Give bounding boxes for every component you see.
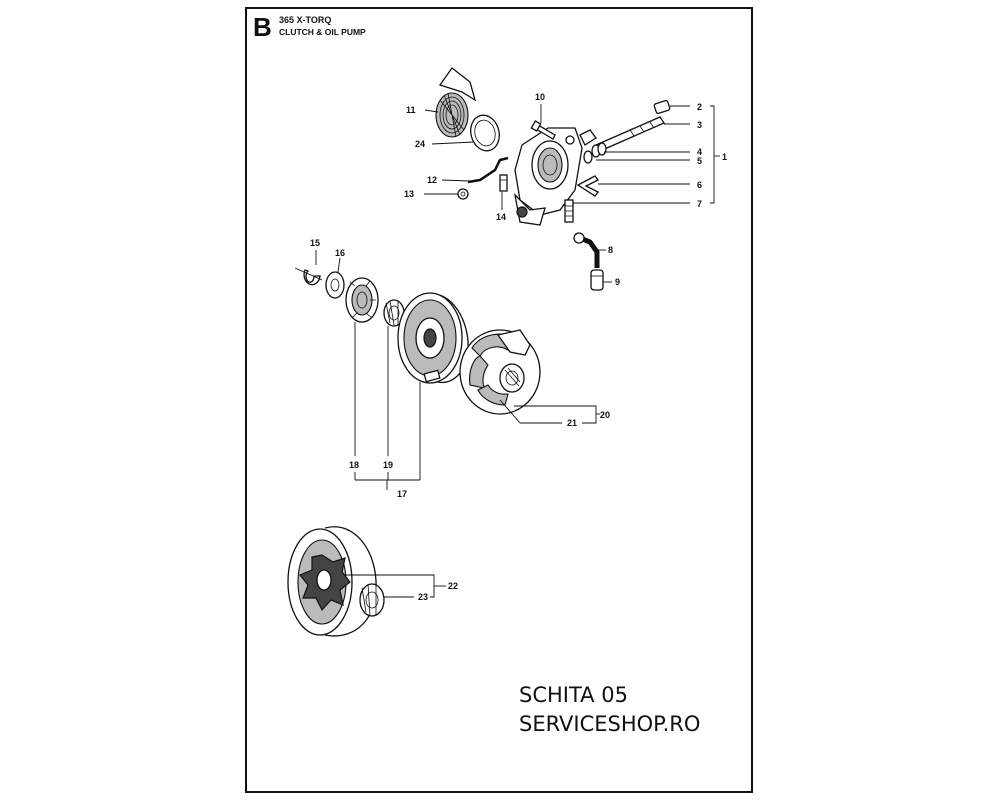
part-20-clutch-assembly — [459, 329, 541, 415]
leader-lines-clutch — [315, 250, 600, 490]
part-3-plunger — [595, 116, 665, 152]
group-bracket-1 — [573, 105, 720, 204]
part-23-needle-bearing — [359, 583, 385, 617]
callout-12: 12 — [427, 175, 437, 185]
part-4-spring — [591, 142, 607, 158]
callout-19: 19 — [383, 460, 393, 470]
part-5-washer — [583, 150, 593, 164]
callout-1: 1 — [722, 152, 727, 162]
part-17-clutch-drum — [397, 292, 469, 384]
callout-15: 15 — [310, 238, 320, 248]
diagram-frame — [245, 7, 753, 793]
callout-23: 23 — [418, 592, 428, 602]
callout-18: 18 — [349, 460, 359, 470]
callout-13: 13 — [404, 189, 414, 199]
part-15-e-clip — [294, 267, 323, 286]
model-title: 365 X-TORQ — [279, 15, 332, 25]
part-14-pin — [499, 174, 508, 192]
callout-17: 17 — [397, 489, 407, 499]
part-24-seal-ring — [470, 114, 500, 152]
callout-24: 24 — [415, 139, 425, 149]
part-12-oil-pipe — [467, 156, 509, 184]
part-7-adjust-screw — [564, 199, 574, 223]
part-11-worm-drive — [435, 67, 477, 138]
callout-21: 21 — [567, 418, 577, 428]
part-8-suction-hose — [573, 232, 600, 268]
callout-8: 8 — [608, 245, 613, 255]
section-letter: B — [253, 12, 272, 42]
part-22-spur-sprocket-drum — [287, 526, 377, 637]
footer-schematic-label: SCHITA 05 — [519, 683, 628, 707]
callout-14: 14 — [496, 212, 506, 222]
callout-22: 22 — [448, 581, 458, 591]
part-18-rim-sprocket — [345, 277, 379, 323]
part-6-bracket — [576, 175, 599, 197]
diagram-subtitle: CLUTCH & OIL PUMP — [279, 27, 366, 37]
part-2-cap — [653, 99, 671, 115]
part-10-screw — [530, 120, 556, 140]
callout-10: 10 — [535, 92, 545, 102]
callout-4: 4 — [697, 147, 702, 157]
callout-6: 6 — [697, 180, 702, 190]
leader-lines-top — [424, 104, 612, 283]
callout-20: 20 — [600, 410, 610, 420]
callout-2: 2 — [697, 102, 702, 112]
callout-11: 11 — [406, 105, 416, 115]
callout-9: 9 — [615, 277, 620, 287]
callout-7: 7 — [697, 199, 702, 209]
pump-housing — [513, 127, 597, 226]
part-9-oil-filter — [590, 269, 604, 291]
part-13-nut — [457, 188, 469, 200]
part-16-washer — [325, 271, 345, 299]
callout-5: 5 — [697, 156, 702, 166]
leader-lines-sprocket — [345, 574, 446, 598]
callout-3: 3 — [697, 120, 702, 130]
footer-website-label: SERVICESHOP.RO — [519, 712, 701, 736]
callout-16: 16 — [335, 248, 345, 258]
